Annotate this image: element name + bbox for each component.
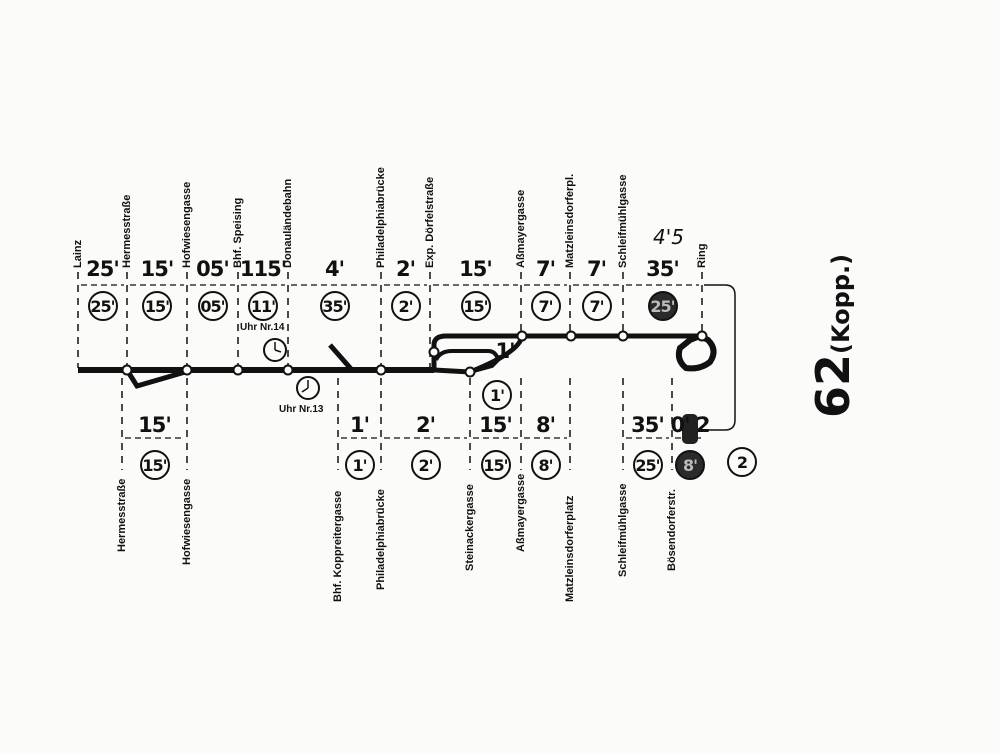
- line-number: 62: [806, 353, 860, 418]
- top-circle: 25': [647, 291, 678, 321]
- bottom-stop-label: Bösendorferstr.: [666, 489, 678, 571]
- track-branch-hermes: [124, 367, 193, 389]
- bottom-time: 1': [349, 413, 370, 437]
- top-time: 25': [86, 257, 120, 281]
- clock-label-upper: Uhr Nr.14: [240, 322, 285, 333]
- stop-node: [181, 364, 193, 376]
- track-loop-upper: [431, 333, 700, 370]
- bottom-stop-label: Hofwiesengasse: [181, 478, 193, 565]
- bottom-stop-label: Hermesstraße: [116, 479, 128, 553]
- bottom-stop-label: Philadelphiabrücke: [375, 488, 387, 590]
- top-circle: 05': [197, 291, 228, 321]
- top-time: 7': [586, 257, 607, 281]
- bottom-time: 0' 2: [670, 413, 711, 437]
- top-stop-label: Exp. Dörfelstraße: [424, 176, 436, 268]
- steinacker-circle: 1': [482, 380, 512, 410]
- stop-node: [696, 330, 708, 342]
- top-stop-label: Philadelphiabrücke: [375, 167, 387, 268]
- bottom-time: 35': [631, 413, 665, 437]
- bottom-circle: 1': [344, 450, 375, 480]
- top-stop-label: Lainz: [72, 239, 84, 268]
- bottom-circle: 8': [530, 450, 561, 480]
- top-time: 2': [395, 257, 416, 281]
- clock-icon: [263, 338, 287, 362]
- top-time: 15': [459, 257, 493, 281]
- top-stop-label: Hermesstraße: [121, 194, 133, 268]
- stop-node: [565, 330, 577, 342]
- stop-node: [428, 346, 440, 358]
- stop-node: [282, 364, 294, 376]
- handwritten-note: 4'5: [653, 225, 684, 249]
- bottom-stop-label: Schleifmühlgasse: [617, 483, 629, 578]
- bottom-circle: 15': [139, 450, 170, 480]
- top-stop-label: Schleifmühlgasse: [617, 174, 629, 268]
- stop-markers-bottom: [121, 378, 673, 470]
- top-circle: 2': [390, 291, 421, 321]
- bottom-time: 15': [479, 413, 513, 437]
- ink-mark: [682, 414, 698, 444]
- bottom-time: 15': [138, 413, 172, 437]
- top-circle: 15': [460, 291, 491, 321]
- top-stop-label: Hofwiesengasse: [181, 181, 193, 268]
- stop-nodes: [121, 330, 708, 378]
- stop-node: [617, 330, 629, 342]
- bottom-stop-label: Bhf. Koppreitergasse: [332, 490, 344, 602]
- top-circle: 7': [581, 291, 612, 321]
- top-time: 05': [196, 257, 230, 281]
- bottom-stop-label: Aßmayergasse: [515, 474, 527, 553]
- top-time: 15': [140, 257, 175, 281]
- top-time: 115': [239, 257, 287, 281]
- top-circle: 15': [142, 291, 172, 321]
- stop-node: [375, 364, 387, 376]
- clock-icon: [296, 376, 320, 400]
- return-route: [704, 284, 736, 431]
- stop-node: [516, 330, 528, 342]
- top-time: 35': [646, 257, 680, 281]
- top-time: 4': [324, 257, 345, 281]
- stop-node: [121, 364, 133, 376]
- top-circle: 11': [248, 291, 278, 321]
- line-title: 62(Kopp.): [806, 254, 860, 418]
- bottom-circle: 8': [675, 450, 705, 480]
- top-circle: 25': [87, 291, 118, 321]
- top-stop-label: Aßmayergasse: [515, 189, 527, 268]
- track-ring-loop: [675, 332, 717, 372]
- return-circle: 2: [727, 447, 757, 477]
- bottom-stop-label: Steinackergasse: [464, 484, 476, 571]
- stop-markers-top: [77, 272, 703, 368]
- line-suffix: (Kopp.): [827, 253, 855, 354]
- bottom-circle: 25': [632, 450, 663, 480]
- bottom-circle: 15': [480, 450, 511, 480]
- stop-node: [232, 364, 244, 376]
- top-stop-label: Ring: [696, 243, 708, 268]
- top-stop-label: Matzleinsdorferpl.: [564, 173, 576, 268]
- clock-label-lower: Uhr Nr.13: [279, 404, 324, 415]
- bottom-circle: 2': [410, 450, 441, 480]
- upper-loop-time: 1': [495, 339, 515, 363]
- bottom-time: 8': [535, 413, 556, 437]
- top-time: 7': [535, 257, 556, 281]
- bottom-time: 2': [415, 413, 436, 437]
- stop-node: [464, 366, 476, 378]
- top-circle: 35': [319, 291, 350, 321]
- bottom-stop-label: Matzleinsdorferplatz: [564, 495, 576, 602]
- top-stop-label: Donauländebahn: [282, 178, 294, 268]
- top-circle: 7': [530, 291, 561, 321]
- track-branch-donau: [328, 343, 354, 372]
